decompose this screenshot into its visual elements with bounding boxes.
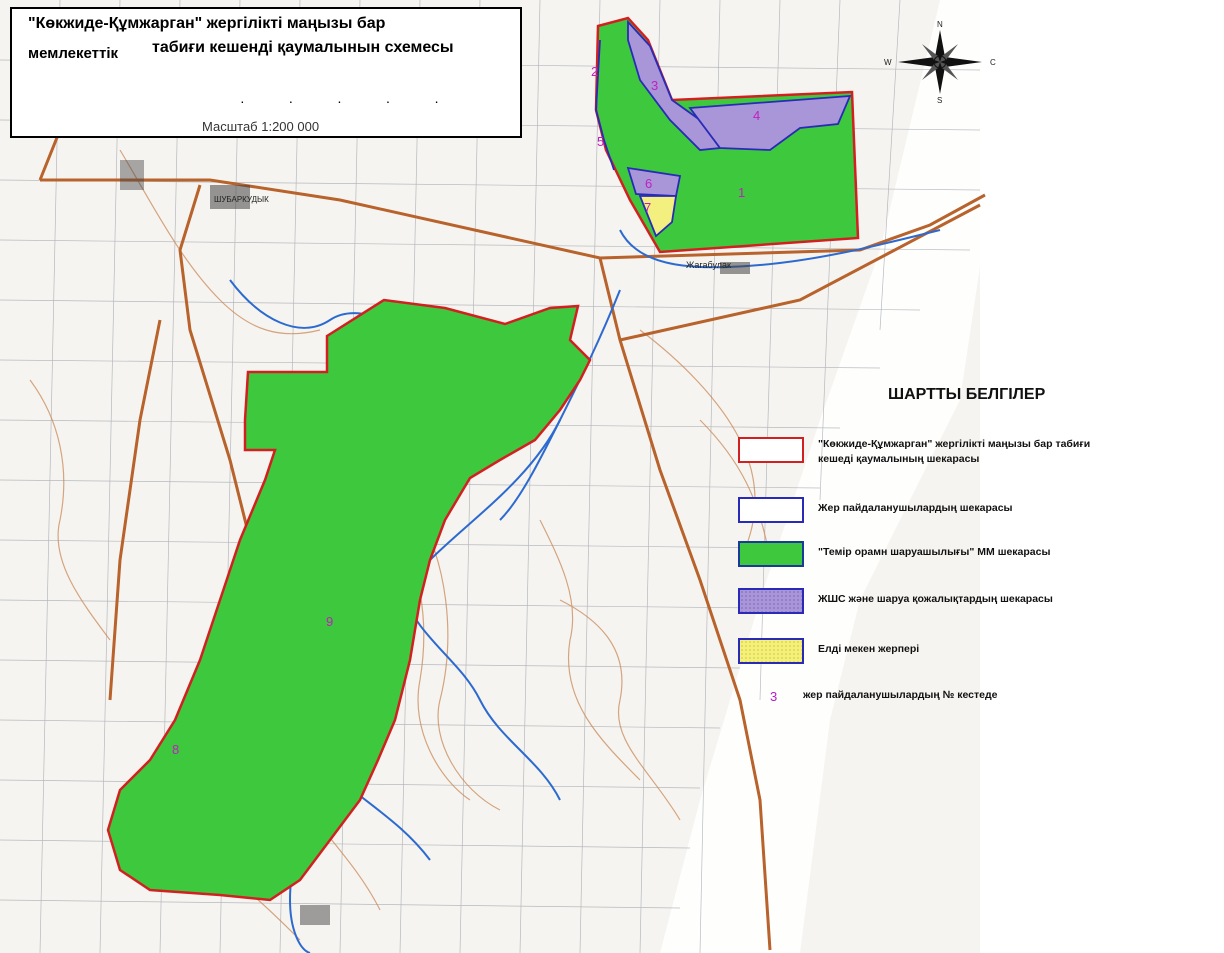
legend-swatch-green [738,541,804,567]
compass-s: S [937,96,943,105]
parcel-number-1: 1 [738,185,745,200]
parcel-number-2: 2 [591,64,598,79]
map-scale: Масштаб 1:200 000 [202,119,320,134]
legend-label: "Көкжиде-Құмжарган" жергілікті маңызы ба… [818,438,1091,465]
compass-w: W [884,58,892,67]
compass-n: N [937,20,943,29]
parcel-number-7: 7 [644,200,651,215]
scale-dots: · · · · · [240,93,459,109]
legend-number-sample: 3 [770,689,778,704]
compass-e: C [990,58,996,67]
parcel-number-9: 9 [326,614,333,629]
parcel-number-8: 8 [172,742,179,757]
roads [38,59,986,951]
title-line-1: "Көкжиде-Құмжарган" жергілікті маңызы ба… [28,15,386,32]
parcel-number-5: 5 [597,134,604,149]
parcel-4 [688,94,852,151]
reserve-zone-9 [106,298,592,902]
legend-label: "Темір орамн шаруашылығы" ММ шекарасы [818,546,1051,558]
legend-title: ШАРТТЫ БЕЛГІЛЕР [888,386,1046,403]
place-shubarkuduk: ШУБАРКУДЫК [214,195,269,204]
place-jagabulak: Жагабулак [686,260,731,270]
legend-swatch-purple [738,588,804,614]
compass-rose-icon [898,30,982,94]
legend-swatch-user [738,497,804,523]
title-line-2: мемлекеттік [28,45,119,62]
parcel-7 [638,195,678,238]
legend-label: Елді мекен жерпері [818,643,920,655]
legend-label: ЖШС және шаруа қожалықтардың шекарасы [818,593,1053,605]
parcel-number-4: 4 [753,108,760,123]
legend-swatch-reserve [738,437,804,463]
legend-label: Жер пайдаланушылардың шекарасы [818,502,1013,514]
parcel-2-boundary [595,39,615,171]
title-line-3: табиғи кешенді қаумалынын схемесы [152,39,454,56]
legend-number-label: жер пайдаланушылардың № кестеде [803,689,998,701]
parcel-number-3: 3 [651,78,658,93]
settlements [120,160,750,925]
title-box: "Көкжиде-Құмжарган" жергілікті маңызы ба… [10,7,522,138]
map-margin [980,0,1224,953]
parcel-number-6: 6 [645,176,652,191]
parcel-numbers: 1 2 3 4 5 6 7 8 9 [172,64,760,757]
legend-swatch-yellow [738,638,804,664]
